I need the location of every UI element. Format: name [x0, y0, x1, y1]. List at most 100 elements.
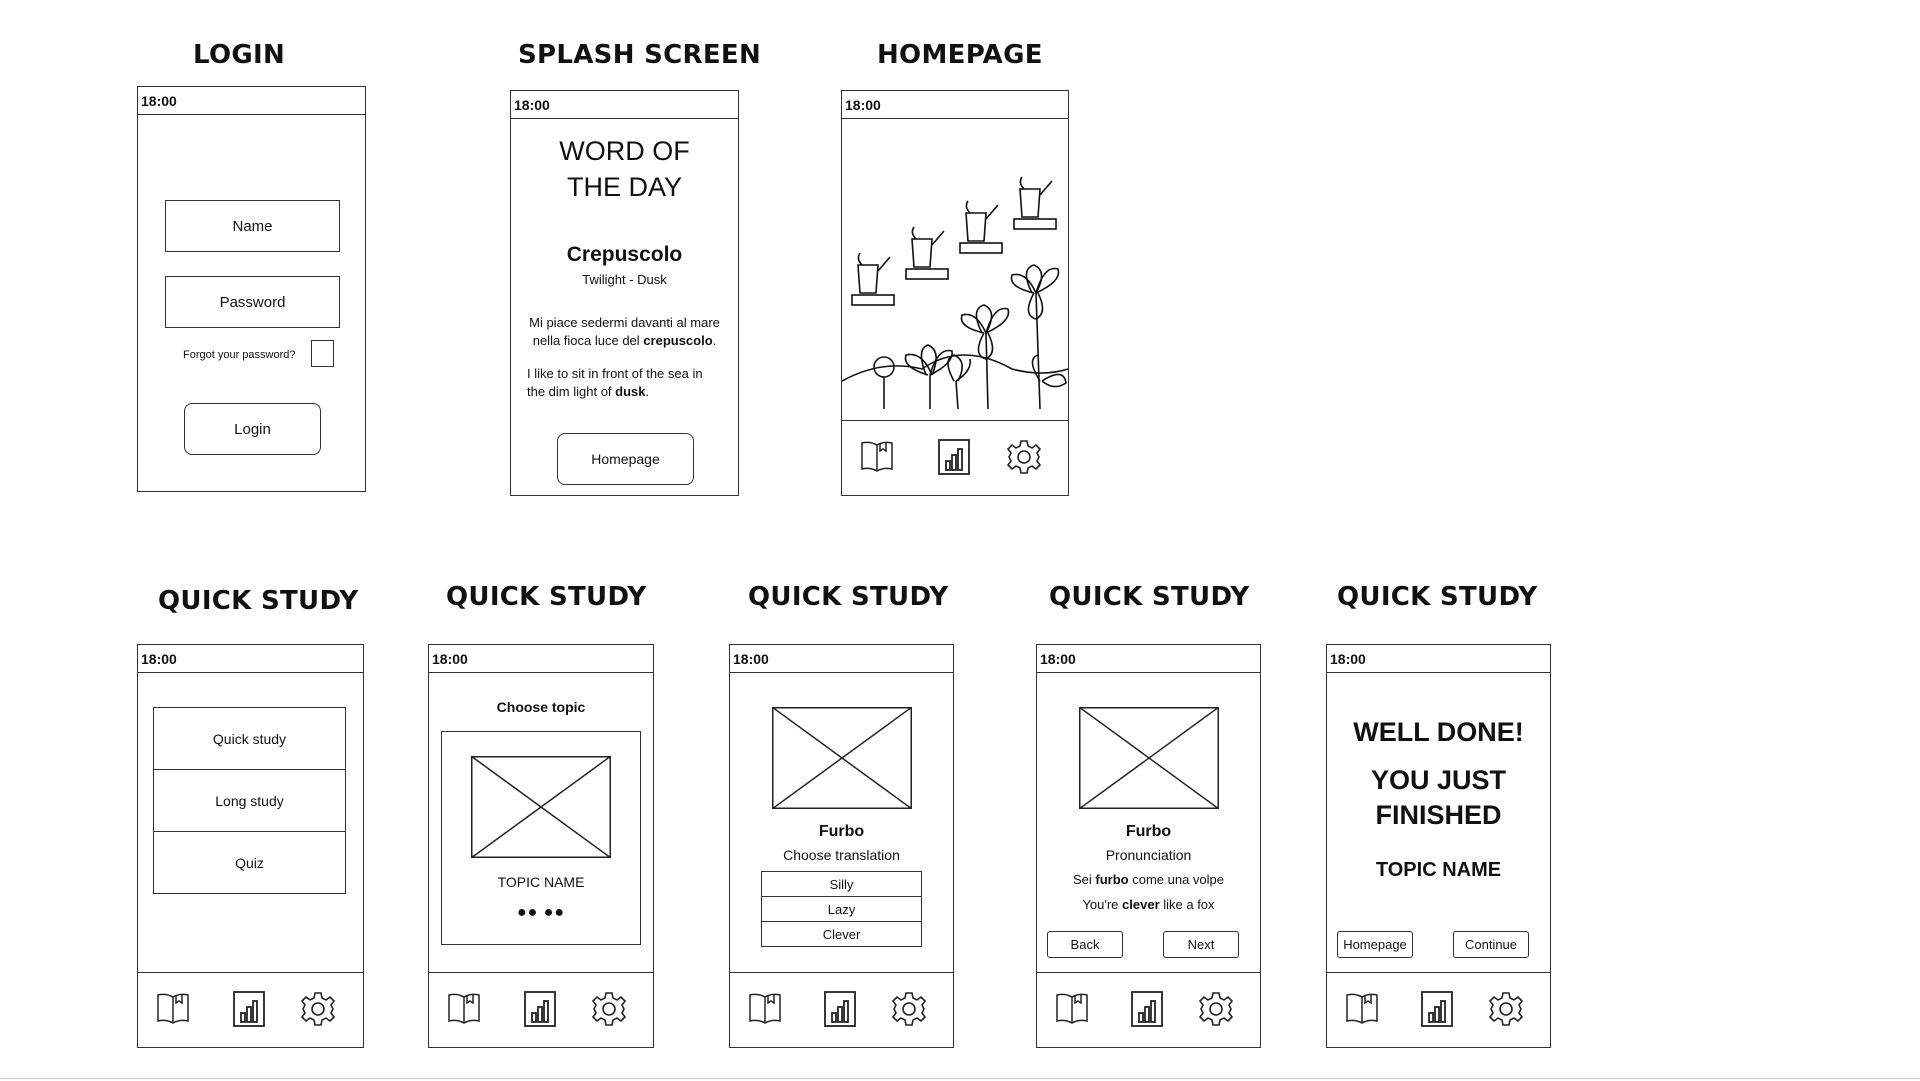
forgot-password-checkbox[interactable] — [311, 340, 334, 367]
text-span: nella fioca luce del — [532, 333, 644, 348]
text-span: . — [712, 333, 717, 348]
translation-prompt: Choose translation — [783, 847, 900, 863]
status-bar-time: 18:00 — [138, 87, 365, 115]
study-menu-screen: 18:00 Quick study Long study Quiz — [137, 644, 364, 1048]
continue-button[interactable]: Continue — [1453, 931, 1529, 958]
example-line: I like to sit in front of the sea in — [527, 366, 703, 381]
gear-icon[interactable] — [591, 991, 627, 1027]
bottom-nav — [842, 420, 1068, 495]
word-of-day-heading: WORD OF THE DAY — [511, 133, 738, 205]
gear-icon[interactable] — [891, 991, 927, 1027]
bottom-nav — [429, 972, 653, 1047]
homepage-button[interactable]: Homepage — [557, 433, 694, 485]
book-icon[interactable] — [447, 991, 481, 1027]
bar-chart-icon[interactable] — [1421, 991, 1453, 1027]
watering-can-icon — [959, 200, 1003, 254]
status-bar-time: 18:00 — [1037, 645, 1260, 673]
next-button[interactable]: Next — [1163, 931, 1239, 958]
book-icon[interactable] — [1055, 991, 1089, 1027]
bottom-nav — [730, 972, 953, 1047]
status-bar-time: 18:00 — [511, 91, 738, 119]
pronunciation-label: Pronunciation — [1105, 847, 1192, 863]
gear-icon[interactable] — [1198, 991, 1234, 1027]
text-span: like a fox — [1159, 897, 1215, 912]
bar-chart-icon[interactable] — [824, 991, 856, 1027]
text-span: come una volpe — [1128, 872, 1225, 887]
example-line: nella fioca luce del crepuscolo. — [511, 332, 738, 350]
quiz-option[interactable]: Quiz — [153, 831, 346, 894]
forgot-password-label: Forgot your password? — [183, 349, 296, 361]
bar-chart-icon[interactable] — [233, 991, 265, 1027]
topic-name: TOPIC NAME — [1375, 859, 1502, 881]
highlight-word: crepuscolo — [643, 333, 713, 348]
book-icon[interactable] — [748, 991, 782, 1027]
topic-card[interactable]: TOPIC NAME ●● ●● — [441, 731, 641, 945]
watering-can-icon — [851, 252, 895, 306]
watering-can-icon — [905, 226, 949, 280]
bottom-divider — [0, 1078, 1920, 1079]
gear-icon[interactable] — [1006, 439, 1042, 475]
highlight-word: dusk — [615, 384, 646, 399]
status-bar-time: 18:00 — [138, 645, 363, 673]
italian-example: Mi piace sedermi davanti al mare nella f… — [511, 314, 738, 350]
text-span: . — [645, 384, 650, 399]
study-word: Furbo — [818, 823, 865, 840]
highlight-word: furbo — [1095, 872, 1129, 887]
choice-lazy[interactable]: Lazy — [761, 896, 922, 922]
homepage-button[interactable]: Homepage — [1337, 931, 1413, 958]
garden-illustration — [842, 176, 1068, 410]
login-title: LOGIN — [193, 40, 286, 70]
bar-chart-icon[interactable] — [938, 439, 970, 475]
login-screen: 18:00 Name Password Forgot your password… — [137, 86, 366, 492]
login-button[interactable]: Login — [184, 403, 321, 455]
choose-topic-title: QUICK STUDY — [446, 582, 647, 612]
highlight-word: clever — [1122, 897, 1160, 912]
status-bar-time: 18:00 — [730, 645, 953, 673]
pronunciation-screen: 18:00 Furbo Pronunciation Sei furbo come… — [1036, 644, 1261, 1048]
example-line: the dim light of dusk. — [527, 383, 703, 401]
bottom-nav — [1037, 972, 1260, 1047]
text-span: You're — [1082, 897, 1123, 912]
word-of-day: Crepuscolo — [566, 243, 683, 266]
example-line: Mi piace sedermi davanti al mare — [529, 315, 720, 330]
book-icon[interactable] — [860, 439, 894, 475]
message-line: FINISHED — [1375, 800, 1502, 830]
heading-line: THE DAY — [566, 172, 682, 202]
translation-screen: 18:00 Furbo Choose translation Silly Laz… — [729, 644, 954, 1048]
finished-screen: 18:00 WELL DONE! YOU JUST FINISHED TOPIC… — [1326, 644, 1551, 1048]
password-input[interactable]: Password — [165, 276, 340, 328]
flower-icon — [904, 344, 953, 409]
quick-study-option[interactable]: Quick study — [153, 707, 346, 770]
italian-example: Sei furbo come una volpe — [1037, 872, 1260, 887]
homepage-screen: 18:00 — [841, 90, 1069, 496]
topic-name: TOPIC NAME — [497, 874, 585, 890]
image-placeholder-icon — [1079, 707, 1219, 809]
status-bar-time: 18:00 — [429, 645, 653, 673]
translation-title: QUICK STUDY — [748, 582, 949, 612]
bar-chart-icon[interactable] — [524, 991, 556, 1027]
word-translation: Twilight - Dusk — [582, 272, 667, 287]
flower-icon — [947, 354, 972, 410]
choice-silly[interactable]: Silly — [761, 871, 922, 897]
back-button[interactable]: Back — [1047, 931, 1123, 958]
flower-icon — [960, 304, 1010, 410]
pronunciation-title: QUICK STUDY — [1049, 582, 1250, 612]
study-word: Furbo — [1125, 823, 1172, 840]
gear-icon[interactable] — [1488, 991, 1524, 1027]
gear-icon[interactable] — [300, 991, 336, 1027]
finished-title: QUICK STUDY — [1337, 582, 1538, 612]
book-icon[interactable] — [156, 991, 190, 1027]
flower-icon — [1010, 264, 1060, 410]
english-example: You're clever like a fox — [1037, 897, 1260, 912]
book-icon[interactable] — [1345, 991, 1379, 1027]
message-line: WELL DONE! — [1353, 717, 1524, 747]
bar-chart-icon[interactable] — [1131, 991, 1163, 1027]
message-line: YOU JUST — [1370, 765, 1507, 795]
bottom-nav — [138, 972, 363, 1047]
choice-clever[interactable]: Clever — [761, 921, 922, 947]
pager-dots[interactable]: ●● ●● — [516, 904, 566, 921]
image-placeholder-icon — [772, 707, 912, 809]
english-example: I like to sit in front of the sea in the… — [527, 365, 703, 401]
name-input[interactable]: Name — [165, 200, 340, 252]
long-study-option[interactable]: Long study — [153, 769, 346, 832]
